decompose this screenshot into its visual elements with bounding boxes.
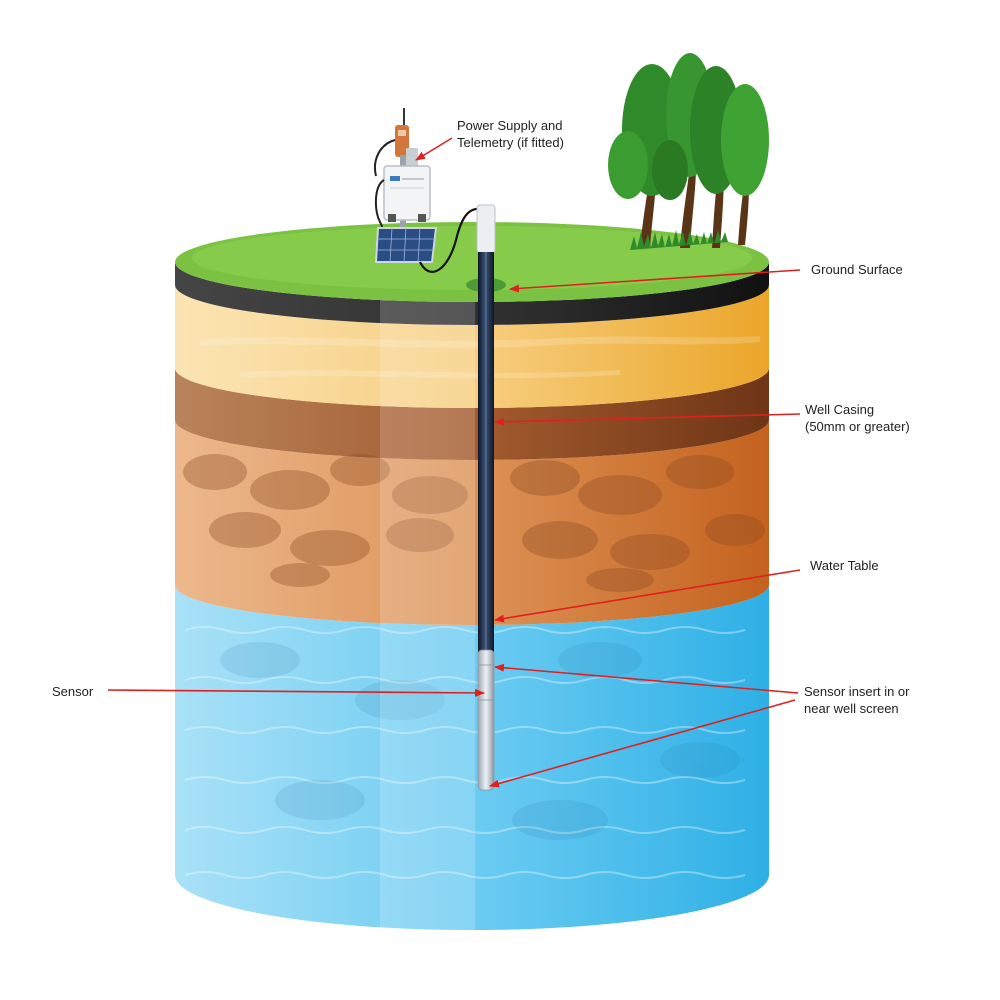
arrow-water-table [494,569,801,623]
gravel-layer [175,420,769,625]
arrow-sensor-insert-top [494,663,799,694]
arrow-power-supply [415,137,453,161]
topsoil-layer [175,262,769,325]
label-sensor: Sensor [52,684,94,699]
arrow-well-casing [494,413,801,426]
solar-panel-icon [374,227,438,263]
soil-cylinder [175,222,769,930]
tree-icon [608,53,769,250]
arrow-sensor [107,688,485,697]
arrow-sensor-insert-bottom [489,699,796,788]
label-power-supply: Power Supply and Telemetry (if fitted) [457,118,564,150]
label-sensor-insert: Sensor insert in or near well screen [804,684,910,716]
logger-box-icon [383,165,431,221]
label-well-casing: Well Casing (50mm or greater) [805,402,910,434]
label-ground-surface: Ground Surface [811,262,903,277]
arrow-ground-surface [509,269,801,293]
sand-layer [175,285,769,408]
label-water-table: Water Table [810,558,879,573]
sensor [477,649,495,791]
well-casing [466,204,506,652]
clay-layer [175,368,769,460]
power-supply-station [374,108,487,273]
annotation-arrows [107,137,801,788]
water-layer [175,585,769,930]
